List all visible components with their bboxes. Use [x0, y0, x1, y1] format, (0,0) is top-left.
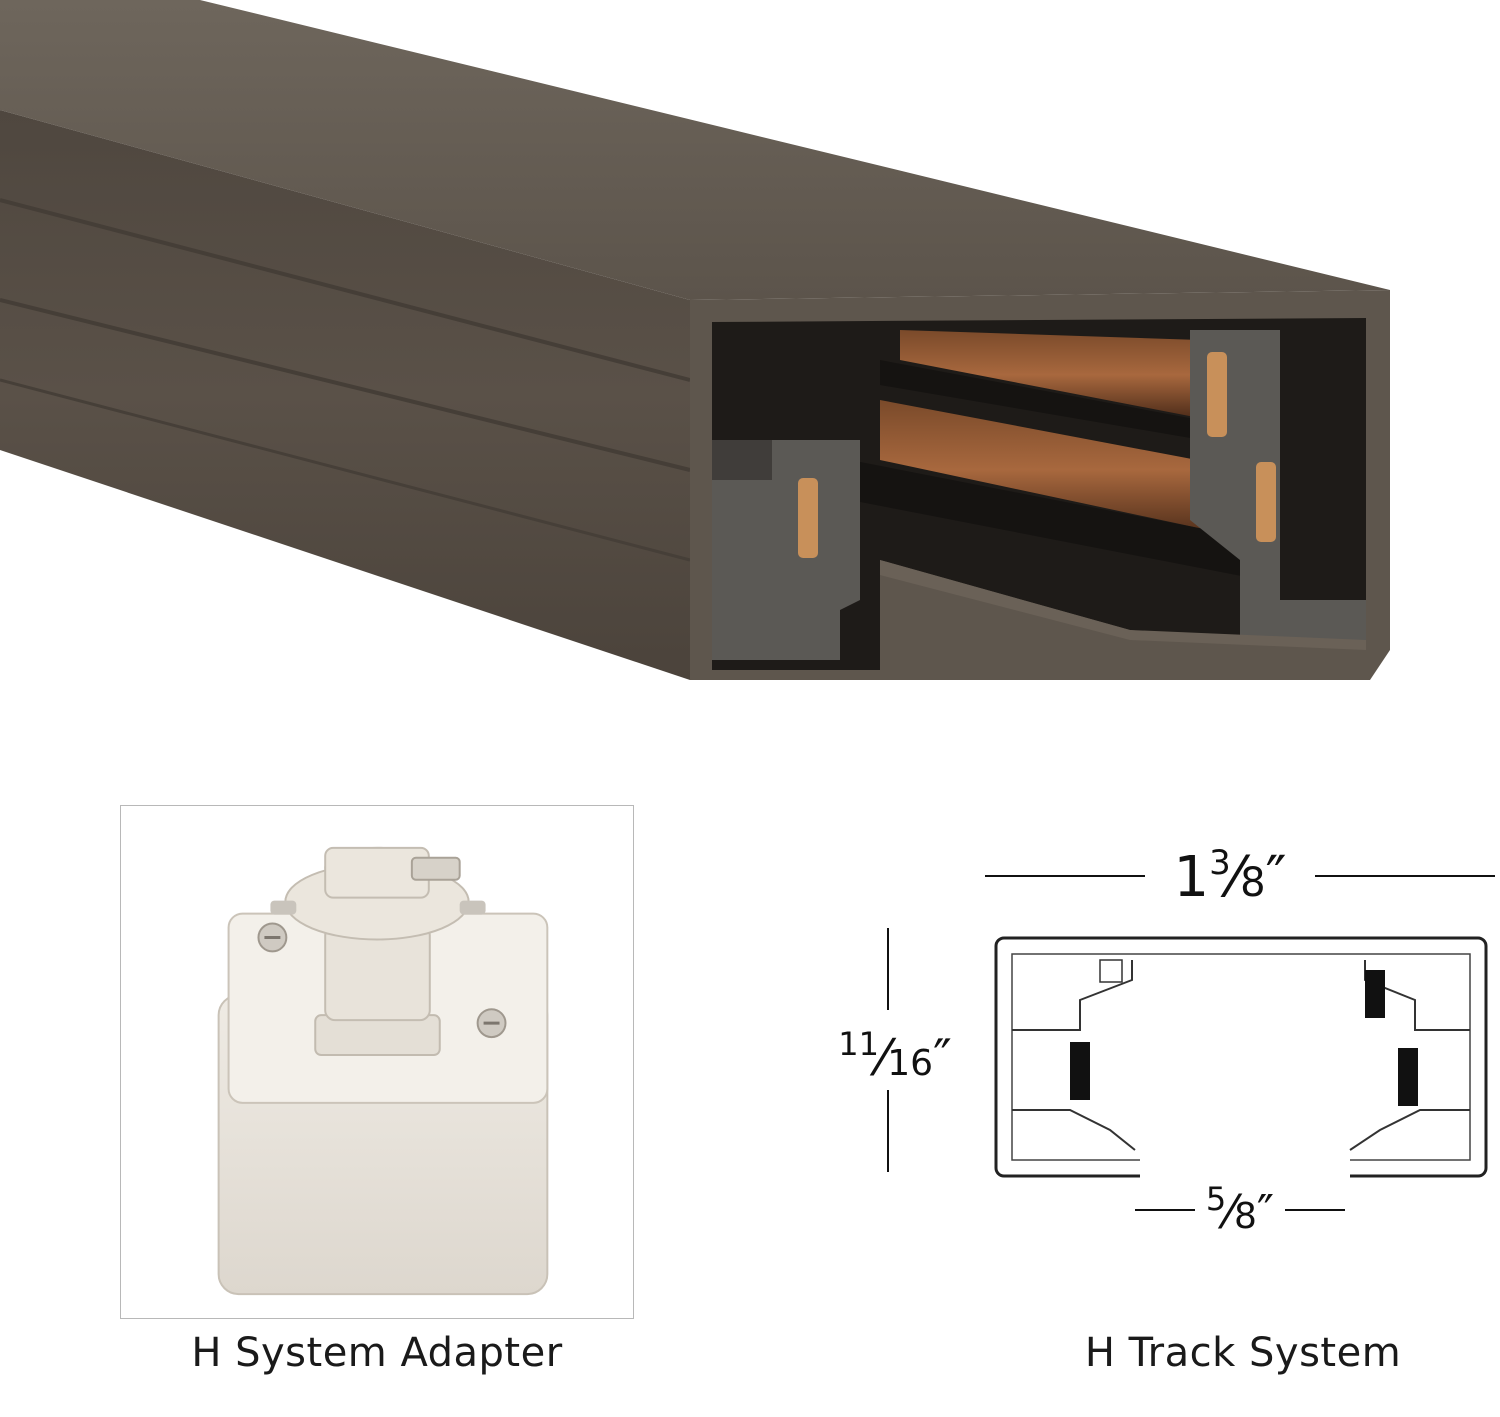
width-dimension: 13⁄8″ [1173, 843, 1286, 910]
opening-dimension: 5⁄8″ [1206, 1180, 1274, 1239]
adapter-photo-frame [120, 805, 634, 1319]
adapter-photo [217, 846, 549, 1296]
height-dimension: 11⁄16″ [838, 1025, 952, 1087]
diagram-caption: H Track System [1084, 1330, 1402, 1376]
track-cross-section-diagram: 13⁄8″ 11⁄16″ 5⁄8″ [838, 843, 1495, 1239]
track-rail-photo [0, 0, 1390, 680]
adapter-caption: H System Adapter [191, 1330, 563, 1376]
